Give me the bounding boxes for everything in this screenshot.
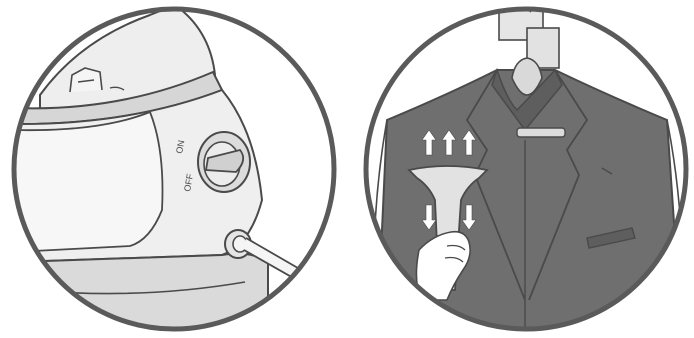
jacket-steaming-svg [347,0,694,338]
steamer-body [0,0,347,338]
steamer-dial-svg: ON OFF [0,0,347,338]
arrow-up-icon [422,130,476,155]
jacket-steaming-illustration [347,0,694,338]
power-dial [198,132,250,192]
steamer-dial-illustration: ON OFF [0,0,347,338]
